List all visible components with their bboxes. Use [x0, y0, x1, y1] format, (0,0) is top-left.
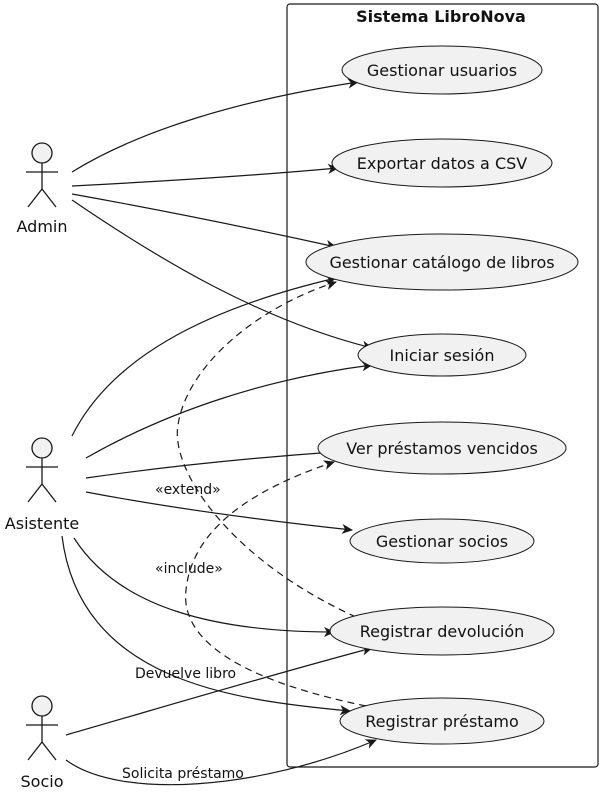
- use-case-registrar-prestamo[interactable]: Registrar préstamo: [339, 697, 545, 745]
- edge-asistente-sesion: [85, 361, 373, 459]
- stick-figure-icon: [26, 695, 58, 761]
- edge-admin-usuarios: [71, 78, 359, 173]
- edge-include-prestamo-vencidos: [185, 460, 367, 707]
- use-case-gestionar-catalogo[interactable]: Gestionar catálogo de libros: [305, 233, 579, 291]
- solicita-prestamo-label: Solicita préstamo: [122, 766, 244, 782]
- edge-asistente-catalogo: [71, 275, 337, 437]
- extend-label: «extend»: [155, 482, 221, 498]
- edge-extend-devolucion-catalogo: [176, 280, 357, 618]
- use-case-label: Gestionar socios: [376, 532, 508, 551]
- use-case-ellipse: [331, 138, 553, 188]
- use-case-label: Registrar devolución: [360, 622, 525, 641]
- use-case-ellipse: [341, 45, 543, 95]
- use-case-ellipse: [329, 606, 555, 656]
- use-case-label: Exportar datos a CSV: [357, 154, 528, 173]
- use-case-label: Registrar préstamo: [365, 712, 519, 731]
- actor-socio[interactable]: Socio: [21, 695, 64, 791]
- edge-asistente-prestamo: [61, 535, 351, 716]
- use-case-registrar-devolucion[interactable]: Registrar devolución: [329, 606, 555, 656]
- edge-asistente-vencidos: [85, 447, 335, 479]
- use-case-ellipse: [317, 421, 567, 475]
- edge-socio-devolucion: [65, 645, 373, 736]
- edge-admin-sesion: [71, 199, 373, 351]
- edge-labels: «extend» «include» Devuelve libro Solici…: [122, 482, 244, 782]
- edge-admin-csv: [71, 163, 339, 187]
- use-cases: Gestionar usuarios Exportar datos a CSV …: [305, 45, 579, 745]
- use-case-iniciar-sesion[interactable]: Iniciar sesión: [357, 333, 527, 377]
- include-label: «include»: [155, 561, 223, 577]
- use-case-label: Iniciar sesión: [390, 346, 495, 365]
- actor-asistente[interactable]: Asistente: [5, 437, 79, 533]
- stick-figure-icon: [26, 437, 58, 503]
- use-case-gestionar-usuarios[interactable]: Gestionar usuarios: [341, 45, 543, 95]
- edge-admin-catalogo: [71, 193, 337, 250]
- edge-socio-prestamo: [65, 739, 377, 786]
- actor-admin[interactable]: Admin: [17, 142, 68, 236]
- system-boundary: Sistema LibroNova: [286, 3, 599, 768]
- actor-label: Socio: [21, 772, 64, 791]
- actor-label: Asistente: [5, 514, 79, 533]
- use-case-label: Gestionar usuarios: [367, 61, 517, 80]
- stick-figure-icon: [26, 142, 58, 208]
- use-case-ver-prestamos-vencidos[interactable]: Ver préstamos vencidos: [317, 421, 567, 475]
- devuelve-libro-label: Devuelve libro: [135, 666, 236, 682]
- use-case-gestionar-socios[interactable]: Gestionar socios: [349, 518, 535, 564]
- edge-asistente-devolucion: [73, 537, 335, 637]
- actor-label: Admin: [17, 217, 68, 236]
- use-case-label: Gestionar catálogo de libros: [329, 253, 554, 272]
- system-boundary-box: [286, 3, 599, 768]
- use-case-label: Ver préstamos vencidos: [346, 439, 538, 458]
- use-case-ellipse: [349, 518, 535, 564]
- edges: [61, 78, 377, 786]
- use-case-ellipse: [357, 333, 527, 377]
- system-title: Sistema LibroNova: [356, 7, 526, 26]
- use-case-ellipse: [305, 233, 579, 291]
- edge-asistente-socios: [85, 491, 353, 534]
- use-case-exportar-csv[interactable]: Exportar datos a CSV: [331, 138, 553, 188]
- use-case-ellipse: [339, 697, 545, 745]
